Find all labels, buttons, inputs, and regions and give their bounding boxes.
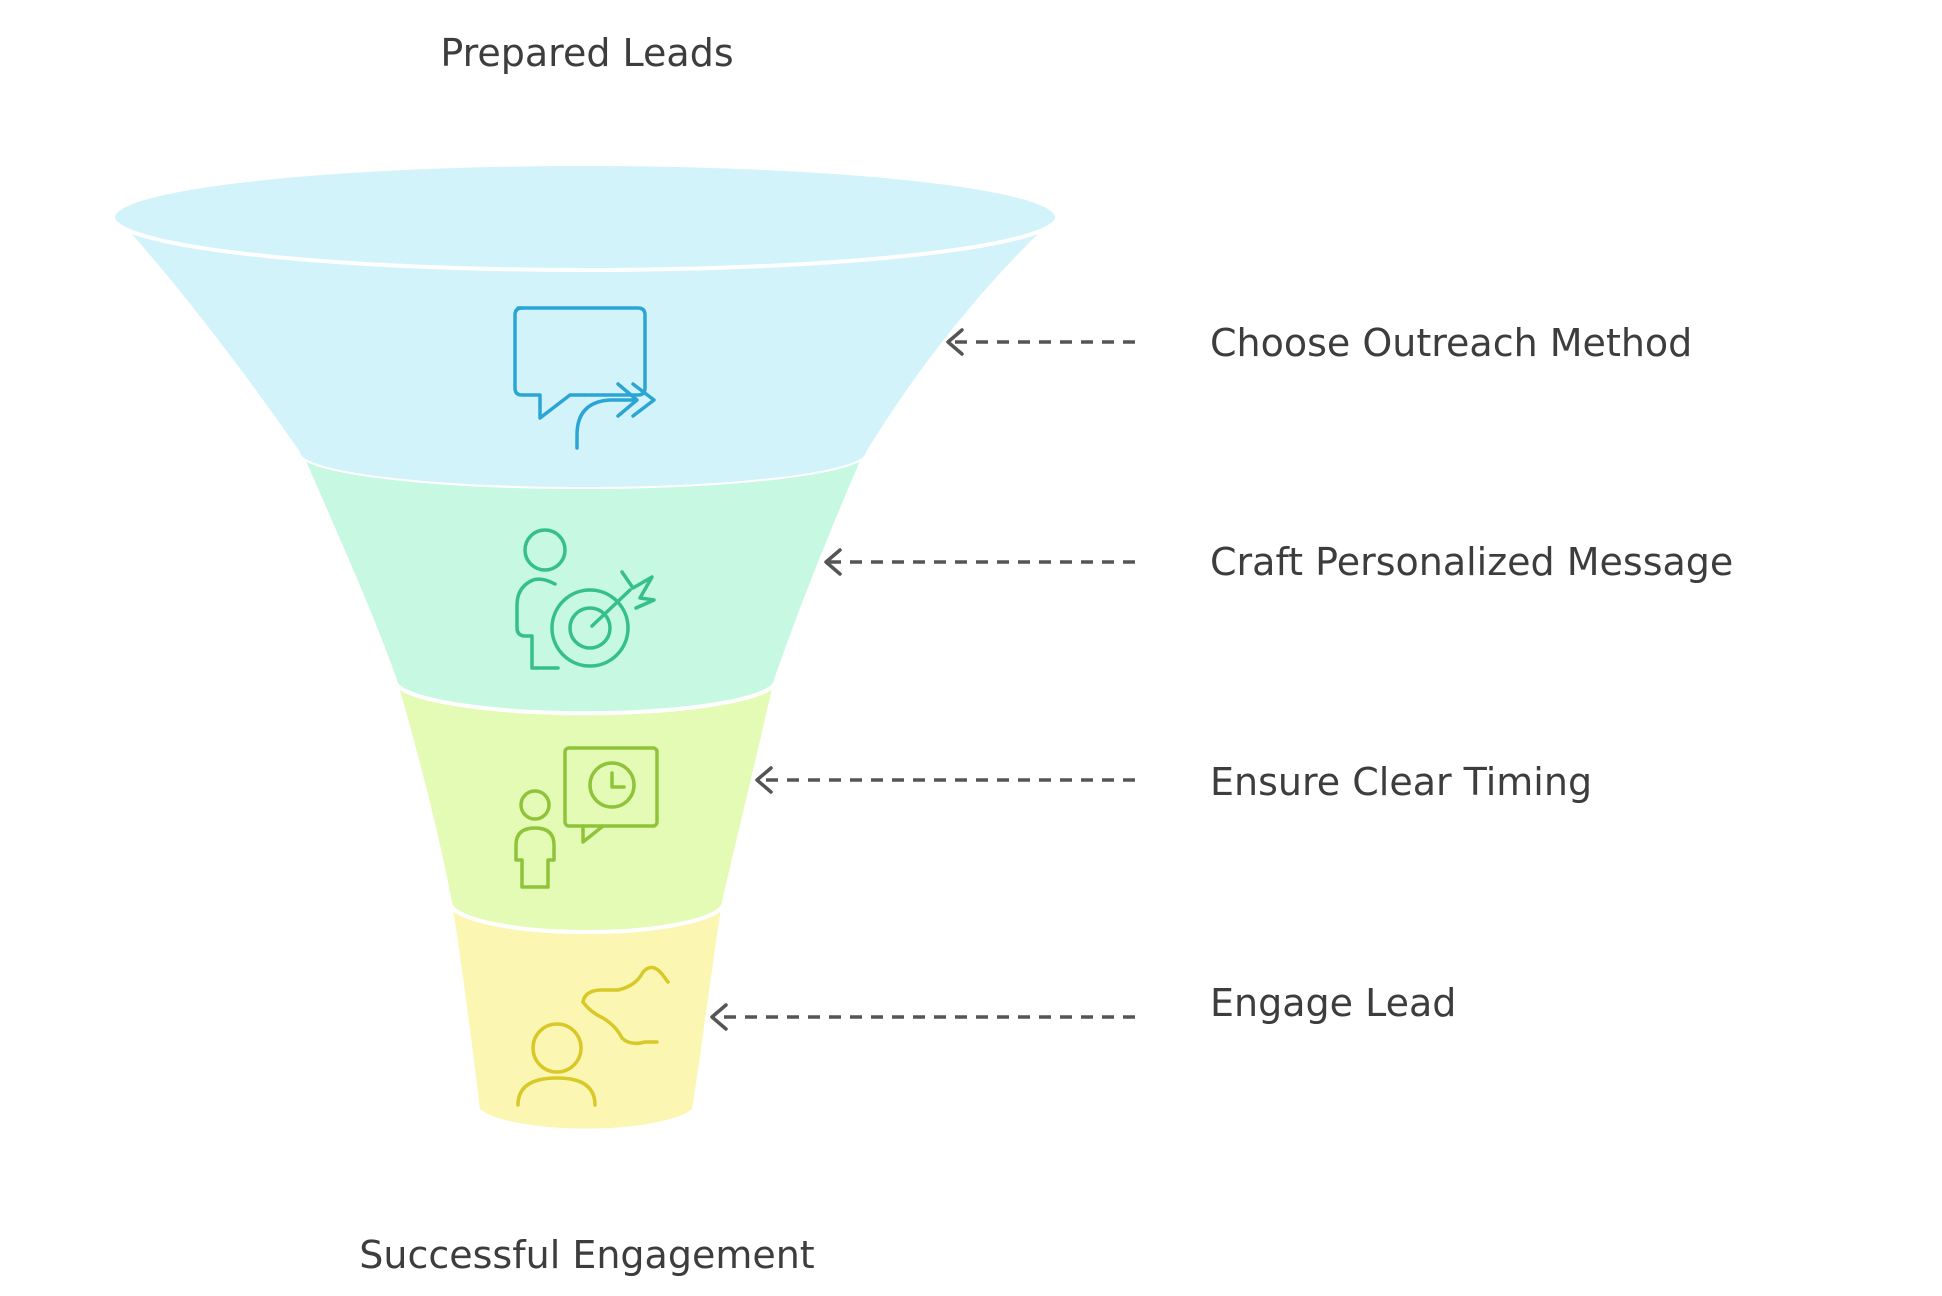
- funnel-segment-2: [298, 451, 868, 716]
- person-clock-speech-icon: [514, 746, 659, 889]
- funnel-segment-3: [393, 679, 778, 934]
- chat-forward-icon: [513, 306, 656, 450]
- top-label: Prepared Leads: [440, 31, 733, 75]
- stage-label-3: Ensure Clear Timing: [1210, 760, 1592, 804]
- funnel-rim: [111, 162, 1059, 272]
- stage-label-2: Craft Personalized Message: [1210, 540, 1733, 584]
- connector-2: [824, 548, 1135, 576]
- funnel-segment-4: [448, 901, 726, 1133]
- person-target-icon: [515, 528, 656, 670]
- connector-1: [946, 328, 1135, 356]
- stage-label-4: Engage Lead: [1210, 981, 1456, 1025]
- connector-3: [755, 766, 1135, 794]
- connector-4: [710, 1003, 1135, 1031]
- person-path-icon: [516, 965, 670, 1107]
- funnel-segment-1: [111, 162, 1059, 487]
- bottom-label: Successful Engagement: [359, 1233, 814, 1277]
- stage-label-1: Choose Outreach Method: [1210, 321, 1692, 365]
